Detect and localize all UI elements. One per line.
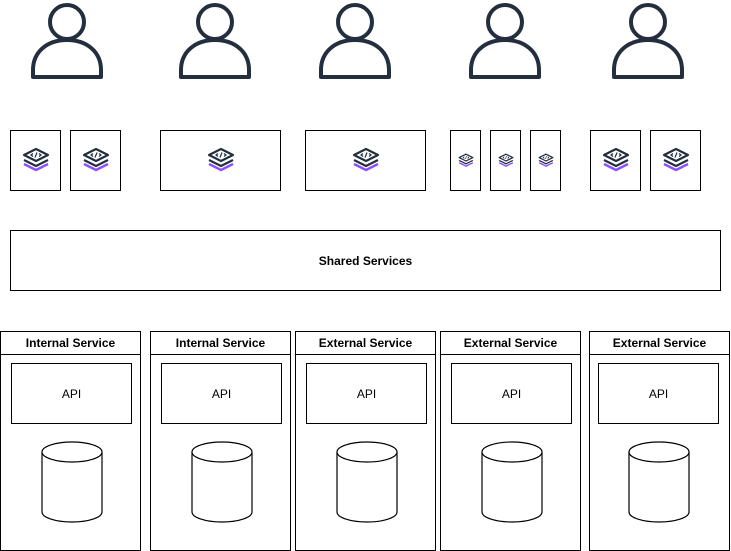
micro-frontend-stack-icon <box>207 147 235 175</box>
micro-frontend-stack-icon <box>538 153 554 169</box>
api-box: API <box>161 363 282 424</box>
database-icon <box>628 441 690 523</box>
micro-frontend-stack-icon <box>458 153 474 169</box>
shared-services-box: Shared Services <box>10 230 721 291</box>
micro-frontend-stack-icon <box>602 147 630 175</box>
frontend-box <box>590 130 641 191</box>
frontend-box <box>650 130 701 191</box>
micro-frontend-stack-icon <box>662 147 690 175</box>
user-icon <box>175 0 255 80</box>
user-icon <box>27 0 107 80</box>
frontend-box <box>10 130 61 191</box>
service-title: External Service <box>590 332 729 355</box>
service-title: External Service <box>441 332 580 355</box>
api-box: API <box>11 363 132 424</box>
api-box: API <box>451 363 572 424</box>
frontend-box <box>160 130 281 191</box>
database-icon <box>336 441 398 523</box>
service-container: External Service API <box>589 331 730 551</box>
user-icon <box>315 0 395 80</box>
api-box: API <box>306 363 427 424</box>
service-container: Internal Service API <box>0 331 141 551</box>
service-title: Internal Service <box>151 332 290 355</box>
database-icon <box>41 441 103 523</box>
frontend-box <box>490 130 521 191</box>
api-box: API <box>598 363 719 424</box>
micro-frontend-stack-icon <box>498 153 514 169</box>
database-icon <box>191 441 253 523</box>
database-icon <box>481 441 543 523</box>
shared-services-label: Shared Services <box>318 253 413 268</box>
frontend-box <box>530 130 561 191</box>
user-icon <box>465 0 545 80</box>
service-container: External Service API <box>440 331 581 551</box>
micro-frontend-stack-icon <box>82 147 110 175</box>
micro-frontend-stack-icon <box>352 147 380 175</box>
frontend-box <box>450 130 481 191</box>
frontend-box <box>305 130 426 191</box>
service-container: External Service API <box>295 331 436 551</box>
user-icon <box>608 0 688 80</box>
service-container: Internal Service API <box>150 331 291 551</box>
micro-frontend-stack-icon <box>22 147 50 175</box>
service-title: External Service <box>296 332 435 355</box>
service-title: Internal Service <box>1 332 140 355</box>
frontend-box <box>70 130 121 191</box>
